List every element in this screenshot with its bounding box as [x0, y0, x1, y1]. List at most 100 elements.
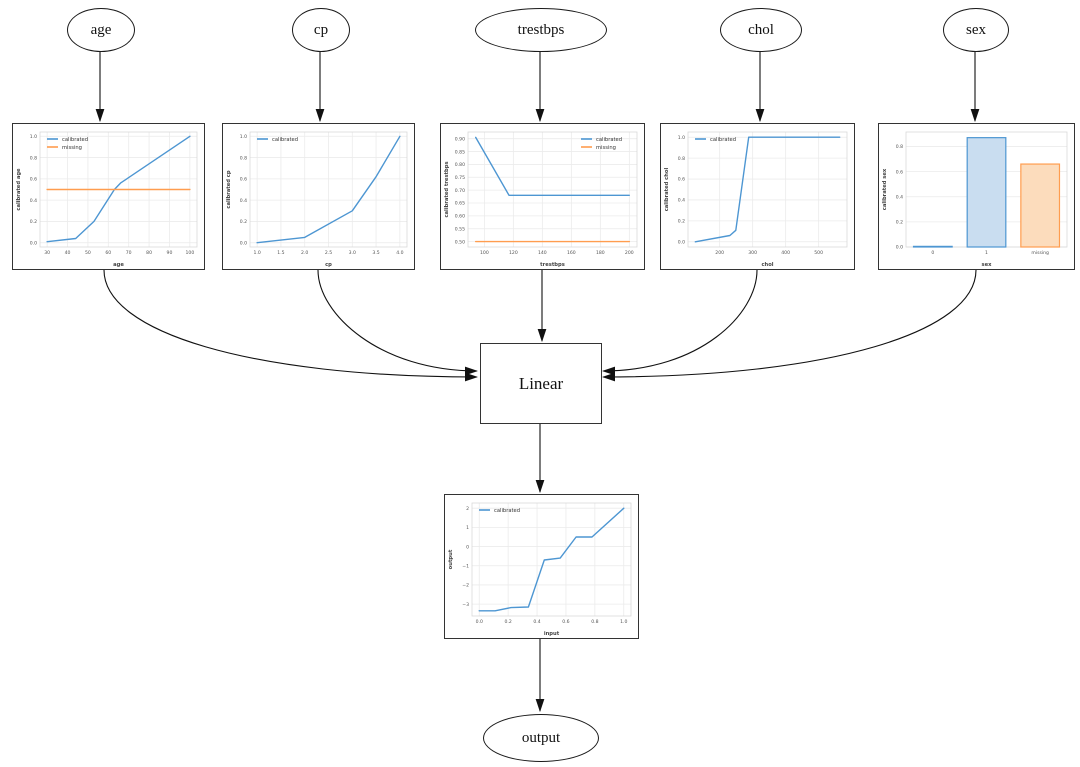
svg-text:300: 300 — [748, 250, 757, 256]
svg-text:0.2: 0.2 — [240, 219, 247, 225]
svg-text:3.0: 3.0 — [349, 250, 356, 256]
svg-text:0.2: 0.2 — [678, 219, 685, 225]
svg-text:70: 70 — [126, 250, 132, 256]
svg-text:calibrated: calibrated — [494, 508, 520, 514]
svg-text:0.75: 0.75 — [455, 175, 465, 181]
svg-text:0.70: 0.70 — [455, 188, 465, 194]
svg-text:60: 60 — [105, 250, 111, 256]
input-node-sex-label: sex — [966, 21, 986, 38]
svg-text:140: 140 — [538, 250, 547, 256]
svg-text:output: output — [448, 549, 454, 569]
svg-text:age: age — [113, 262, 124, 268]
input-node-sex: sex — [943, 8, 1009, 52]
edge-cp-calibrator-to-linear — [317, 269, 479, 376]
svg-text:0: 0 — [466, 544, 469, 550]
svg-text:calibrated sex: calibrated sex — [882, 168, 888, 210]
svg-text:calibrated: calibrated — [62, 137, 88, 143]
svg-text:30: 30 — [44, 250, 50, 256]
svg-text:0.0: 0.0 — [30, 240, 37, 246]
svg-text:−1: −1 — [462, 563, 469, 569]
edge-sex-calibrator-to-linear — [601, 269, 977, 382]
input-node-cp: cp — [292, 8, 350, 52]
svg-text:200: 200 — [625, 250, 634, 256]
svg-text:500: 500 — [814, 250, 823, 256]
input-node-age-label: age — [90, 21, 112, 38]
edge-age-calibrator-to-linear — [103, 269, 479, 382]
svg-text:−3: −3 — [462, 602, 469, 608]
svg-text:calibrated chol: calibrated chol — [664, 168, 670, 212]
svg-text:0.50: 0.50 — [455, 239, 465, 245]
svg-text:0.4: 0.4 — [678, 198, 685, 204]
svg-text:0.4: 0.4 — [30, 198, 37, 204]
svg-text:missing: missing — [62, 145, 82, 151]
svg-text:90: 90 — [167, 250, 173, 256]
svg-text:3.5: 3.5 — [372, 250, 379, 256]
edge-chol-calibrator-to-linear — [601, 269, 758, 376]
svg-text:1: 1 — [466, 525, 469, 531]
svg-text:100: 100 — [185, 250, 194, 256]
svg-text:calibrated age: calibrated age — [16, 168, 22, 211]
svg-text:sex: sex — [982, 262, 993, 268]
svg-text:1.0: 1.0 — [620, 619, 627, 625]
svg-text:0.8: 0.8 — [896, 144, 903, 150]
svg-text:40: 40 — [65, 250, 71, 256]
output-node-label: output — [521, 729, 561, 746]
svg-text:missing: missing — [596, 145, 616, 151]
linear-combiner-node: Linear — [480, 343, 602, 424]
svg-text:0.6: 0.6 — [30, 177, 37, 183]
svg-text:calibrated: calibrated — [272, 137, 298, 143]
svg-text:0.6: 0.6 — [562, 619, 569, 625]
svg-text:trestbps: trestbps — [540, 262, 565, 268]
svg-text:0.4: 0.4 — [533, 619, 540, 625]
input-node-trestbps-label: trestbps — [517, 21, 565, 38]
svg-text:50: 50 — [85, 250, 91, 256]
svg-text:0.4: 0.4 — [240, 198, 247, 204]
svg-text:0.6: 0.6 — [240, 177, 247, 183]
svg-text:1: 1 — [985, 250, 988, 256]
svg-text:0.0: 0.0 — [678, 239, 685, 245]
svg-text:1.0: 1.0 — [678, 135, 685, 141]
svg-text:calibrated trestbps: calibrated trestbps — [444, 161, 450, 217]
svg-text:0.2: 0.2 — [504, 619, 511, 625]
svg-text:100: 100 — [480, 250, 489, 256]
svg-text:0.0: 0.0 — [896, 245, 903, 251]
svg-text:0.8: 0.8 — [240, 155, 247, 161]
svg-text:180: 180 — [596, 250, 605, 256]
svg-text:cp: cp — [325, 262, 332, 268]
svg-text:4.0: 4.0 — [396, 250, 403, 256]
svg-text:0.6: 0.6 — [678, 177, 685, 183]
svg-text:0.4: 0.4 — [896, 194, 903, 200]
svg-text:0.8: 0.8 — [678, 156, 685, 162]
svg-text:2.0: 2.0 — [301, 250, 308, 256]
linear-combiner-label: Linear — [518, 373, 564, 393]
input-node-trestbps: trestbps — [475, 8, 607, 52]
svg-text:calibrated: calibrated — [710, 137, 736, 143]
input-node-cp-label: cp — [313, 21, 329, 38]
svg-text:2: 2 — [466, 506, 469, 512]
svg-text:1.0: 1.0 — [240, 134, 247, 140]
svg-text:0.2: 0.2 — [896, 220, 903, 226]
svg-text:−2: −2 — [462, 583, 469, 589]
svg-text:1.0: 1.0 — [253, 250, 260, 256]
svg-text:input: input — [544, 631, 560, 637]
svg-text:1.5: 1.5 — [277, 250, 284, 256]
svg-text:calibrated cp: calibrated cp — [226, 170, 232, 208]
svg-text:calibrated: calibrated — [596, 137, 622, 143]
svg-text:0.8: 0.8 — [30, 155, 37, 161]
svg-text:missing: missing — [1031, 250, 1049, 256]
svg-text:1.0: 1.0 — [30, 134, 37, 140]
svg-text:0.8: 0.8 — [591, 619, 598, 625]
svg-text:160: 160 — [567, 250, 576, 256]
svg-text:0.6: 0.6 — [896, 169, 903, 175]
svg-text:2.5: 2.5 — [325, 250, 332, 256]
